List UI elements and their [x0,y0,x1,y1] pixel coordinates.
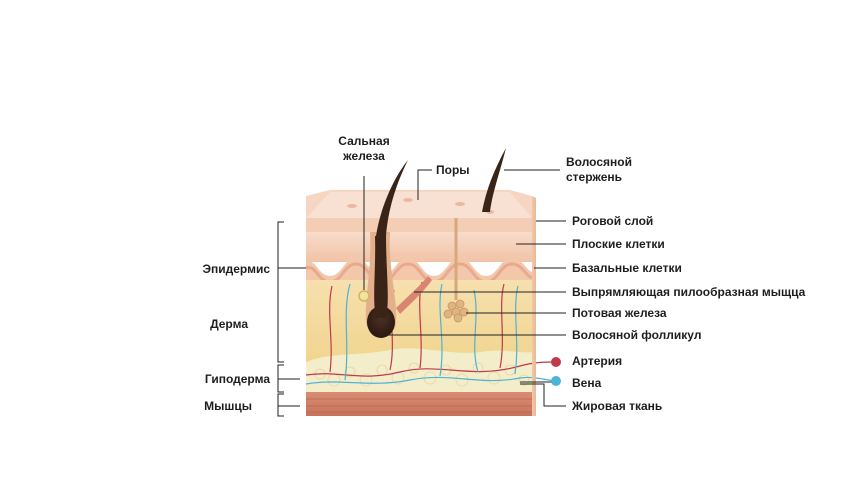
vein-marker [551,376,561,386]
hair-root [374,236,388,318]
label-stratum-corneum: Роговой слой [572,214,654,228]
skin-surface-plane [306,192,532,218]
label-epidermis: Эпидермис [202,262,270,276]
label-basal-cells: Базальные клетки [572,261,682,275]
label-artery: Артерия [572,354,623,368]
label-squamous-cells: Плоские клетки [572,237,665,251]
sweat-gland-coil [443,299,469,323]
muscle-fibers [306,398,532,413]
label-sweat-gland: Потовая железа [572,306,667,320]
artery-marker [551,357,561,367]
hair-bulb [367,306,395,338]
label-hair-shaft-line2: стержень [566,170,623,184]
leader-lines [277,169,566,417]
sebaceous-gland [358,290,370,302]
label-hypodermis: Гиподерма [204,372,270,386]
label-hair-follicle: Волосяной фолликул [572,328,702,342]
epidermis-layer [306,232,532,262]
block-right-face [532,196,536,416]
hair-shaft-right [482,148,506,212]
label-arrector-pili: Выпрямляющая пилообразная мыщца [572,285,806,299]
label-pores: Поры [436,163,470,177]
hair-shaft-left [376,160,408,236]
label-vein: Вена [572,376,602,390]
label-muscles: Мышцы [204,399,252,413]
fat-cells [314,362,530,387]
arrector-pili-muscle [396,276,432,314]
label-dermis: Дерма [210,317,248,331]
label-hair-shaft-line1: Волосяной [566,155,632,169]
basal-membrane [305,262,533,284]
stratum-corneum-layer [306,218,532,232]
label-sebaceous-line1: Сальная [338,134,390,148]
label-adipose-tissue: Жировая ткань [572,399,663,413]
label-hair-shaft: Волосяной стержень [566,155,632,185]
label-sebaceous-line2: железа [343,149,385,163]
label-sebaceous-gland: Сальная железа [332,134,396,164]
